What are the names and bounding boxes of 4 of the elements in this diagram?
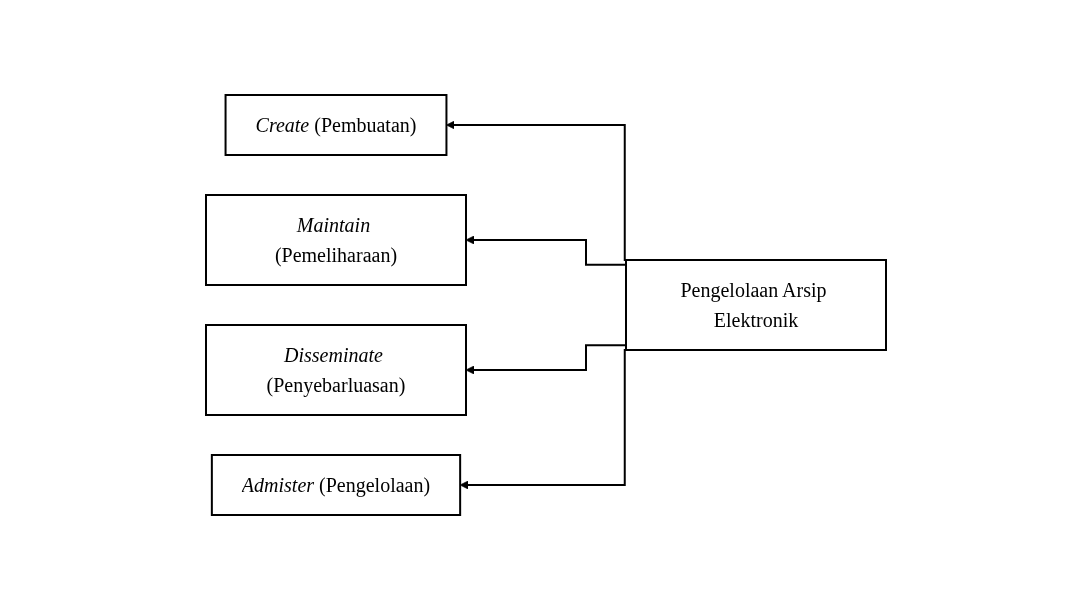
node-box: Create (Pembuatan) bbox=[224, 93, 447, 156]
node-box: Pengelolaan Arsip Elektronik bbox=[624, 258, 887, 351]
node-box: Maintain (Pemeliharaan) bbox=[204, 193, 467, 286]
node-box: Disseminate (Penyebarluasan) bbox=[204, 323, 467, 416]
